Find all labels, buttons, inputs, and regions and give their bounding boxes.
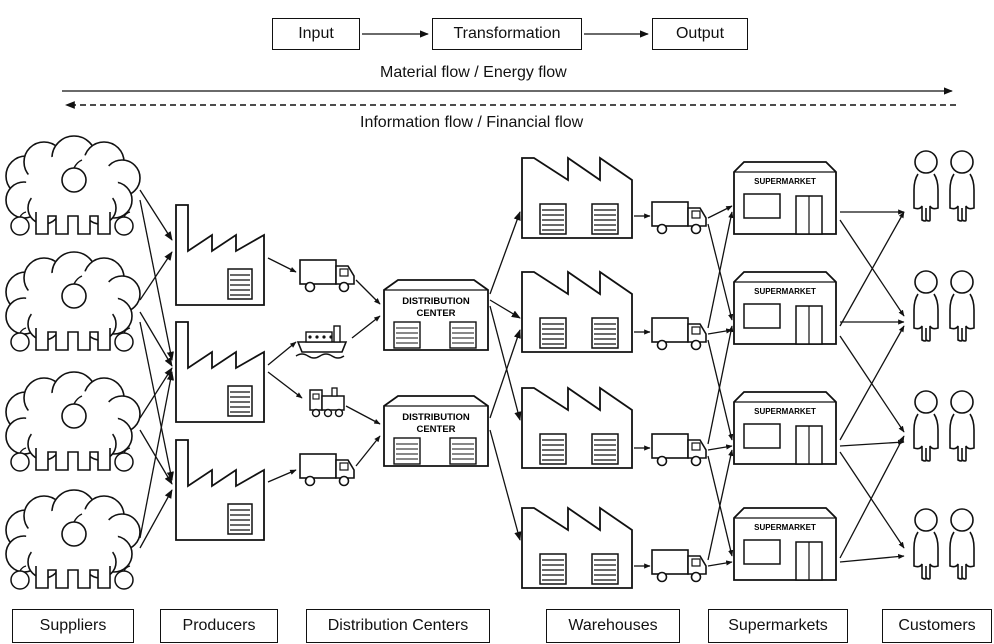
truck-icon <box>651 201 707 235</box>
truck-icon <box>299 453 355 487</box>
store-icon: SUPERMARKET <box>733 161 837 235</box>
person-icon <box>949 270 975 342</box>
supply-arrow <box>139 367 173 419</box>
distribution-center-text: DISTRIBUTION <box>402 412 470 423</box>
flow-arrows <box>62 30 956 569</box>
person-icon <box>949 508 975 580</box>
warehouse-icon <box>521 386 633 469</box>
supermarket-text: SUPERMARKET <box>754 287 816 296</box>
apple-tree-icon <box>5 135 141 236</box>
supply-arrow <box>139 321 174 481</box>
sales-arrow <box>839 325 905 441</box>
distribution-arrow <box>489 211 521 295</box>
stage-supermarkets: Supermarkets <box>708 609 848 643</box>
delivery-arrow <box>707 328 733 335</box>
supermarket-text: SUPERMARKET <box>754 177 816 186</box>
person-icon <box>913 390 939 462</box>
truck-icon <box>651 317 707 351</box>
truck-icon <box>651 549 707 583</box>
person-icon <box>913 150 939 222</box>
person-icon <box>949 390 975 462</box>
stage-suppliers: Suppliers <box>12 609 134 643</box>
output-box: Output <box>652 18 748 50</box>
supermarket-text: SUPERMARKET <box>754 523 816 532</box>
stage-customers: Customers <box>882 609 992 643</box>
warehouse-icon <box>521 506 633 589</box>
delivery-arrow <box>707 444 733 451</box>
distribution-arrow <box>489 299 521 319</box>
sales-arrow <box>839 211 905 327</box>
distribution-center-text: DISTRIBUTION <box>402 296 470 307</box>
store-icon: SUPERMARKET <box>733 507 837 581</box>
warehouse-icon <box>521 156 633 239</box>
distribution-arrow <box>489 429 522 541</box>
stage-warehouses: Warehouses <box>546 609 680 643</box>
transport-arrow <box>267 469 297 483</box>
train-icon <box>309 387 345 418</box>
supply-arrow <box>139 489 173 549</box>
delivery-arrow <box>707 325 734 445</box>
distribution-arrow <box>489 329 521 419</box>
transformation-box: Transformation <box>432 18 582 50</box>
sales-arrow <box>839 451 905 549</box>
factory-icon <box>175 204 265 306</box>
information-flow-label: Information flow / Financial flow <box>360 114 584 131</box>
supply-arrow <box>139 251 173 301</box>
transport-arrow <box>355 279 381 305</box>
delivery-arrow <box>707 560 733 567</box>
sales-arrow <box>839 435 905 559</box>
transport-arrow <box>351 315 381 339</box>
supply-arrow <box>139 311 173 367</box>
truck-icon <box>299 259 355 293</box>
transport-arrow <box>267 341 297 366</box>
store-icon: SUPERMARKET <box>733 391 837 465</box>
distribution-center-text: CENTER <box>416 308 455 319</box>
stage-distribution-centers: Distribution Centers <box>306 609 490 643</box>
apple-tree-icon <box>5 371 141 472</box>
person-icon <box>913 270 939 342</box>
sales-arrow <box>839 553 905 563</box>
stage-producers: Producers <box>160 609 278 643</box>
warehouse-icon <box>521 270 633 353</box>
transport-arrow <box>345 405 381 425</box>
sales-arrow <box>839 439 905 447</box>
distribution-arrow <box>489 305 522 421</box>
person-icon <box>913 508 939 580</box>
supply-arrow <box>139 189 173 241</box>
delivery-arrow <box>707 449 734 561</box>
supply-arrow <box>139 371 175 539</box>
factory-icon <box>175 321 265 423</box>
distribution-center-text: CENTER <box>416 424 455 435</box>
supply-arrow <box>139 199 174 361</box>
transport-arrow <box>355 435 381 467</box>
transport-arrow <box>267 371 303 399</box>
transport-arrow <box>267 257 297 273</box>
factory-icon <box>175 439 265 541</box>
input-box: Input <box>272 18 360 50</box>
store-icon: SUPERMARKET <box>733 271 837 345</box>
delivery-arrow <box>707 205 733 219</box>
icons-layer: DISTRIBUTIONCENTERDISTRIBUTIONCENTERSUPE… <box>5 135 975 590</box>
person-icon <box>949 150 975 222</box>
delivery-arrow <box>707 211 734 329</box>
truck-icon <box>651 433 707 467</box>
apple-tree-icon <box>5 489 141 590</box>
ship-icon <box>295 325 348 359</box>
supermarket-text: SUPERMARKET <box>754 407 816 416</box>
apple-tree-icon <box>5 251 141 352</box>
delivery-arrow <box>707 339 734 441</box>
material-flow-label: Material flow / Energy flow <box>380 64 567 81</box>
